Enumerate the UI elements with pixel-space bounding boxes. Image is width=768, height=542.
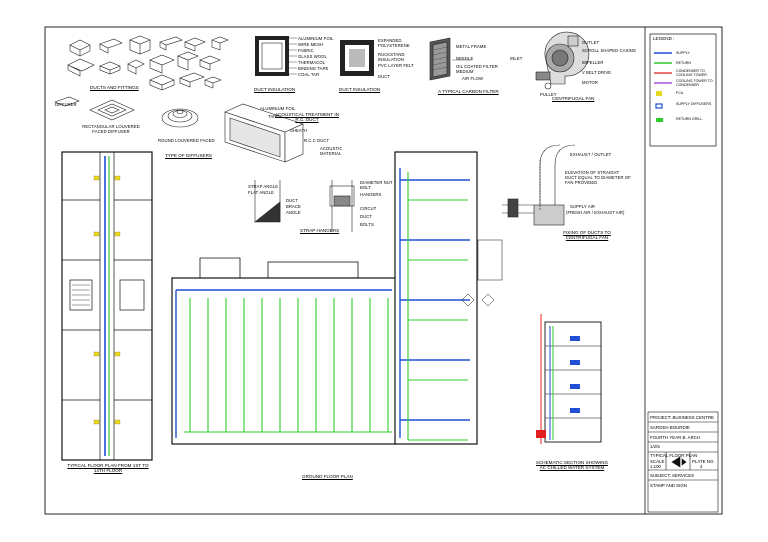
label-fixing-0: EXHAUST / OUTLET — [570, 152, 612, 157]
legend-item-return: RETURN — [676, 61, 691, 65]
title-sheet: TYPICAL FLOOR PLAN — [650, 453, 698, 458]
title-date: 1/2/5 — [650, 444, 660, 449]
label-filter-1: NEEDLE — [456, 56, 474, 61]
legend-item-condenser: CONDENSER TO COOLING TOWER — [676, 69, 707, 77]
label-ins2-0: EXPANDED POLYSTERENE — [378, 38, 410, 48]
title-plate: PLATE NO. — [692, 459, 715, 464]
title-scale-value: 1:100 — [650, 464, 661, 469]
label-fixing-3: (FRESH AIR / EXHAUST AIR) — [566, 210, 625, 215]
duct-insulation-2-illustration — [340, 40, 374, 76]
ground-floor-plan — [171, 151, 503, 445]
label-ins1-1: WIRE MESH — [298, 42, 324, 47]
label-fan-3: IMPELLER — [582, 60, 604, 65]
label-fan-4: V BELT DRIVE — [582, 70, 612, 75]
title-name: SARGEH BOURDIE — [650, 425, 690, 430]
label-ins1-2: FABRIC — [298, 48, 314, 53]
legend-title: LEGEND : — [653, 36, 675, 41]
label-filter-3: AIR FLOW — [462, 76, 484, 81]
label-fixing-1: ELEVATION OF STRAIGHT DUCT EQUAL TO DIAM… — [565, 170, 631, 185]
caption-carbon-filter: A TYPICAL CARBON FILTER — [438, 89, 499, 94]
label-ins2-1: RUCKSTAND INSULATION — [378, 52, 405, 62]
caption-centrifugal-fan: CENTRIFUGAL FAN — [552, 96, 595, 101]
label-ins1-6: COAL TAR — [298, 72, 320, 77]
label-hanger-1: BRACE — [286, 204, 301, 209]
caption-fixing-ducts: FIXING OF DUCTS TO CENTRIFUGAL FAN — [563, 230, 611, 240]
legend-item-return-grill: RETURN GRILL — [676, 117, 703, 121]
label-hanger2-0: DIAMETER NUT BOLT — [360, 180, 393, 190]
chilled-water-schematic — [536, 314, 602, 444]
caption-duct-insulation-2: DUCT INSULATION — [339, 87, 381, 92]
title-plate-value: 4 — [700, 464, 703, 469]
caption-strap-hangers: STRAP HANGERS — [300, 228, 340, 233]
label-rect-diffuser: RECTANGULAR LOUVERED FACED DIFFUSER — [82, 124, 140, 134]
strap-hangers-illustration — [254, 180, 355, 232]
label-hanger-4: FLAT ANGLE — [248, 190, 274, 195]
typical-floor-plan — [61, 151, 153, 461]
caption-ground-floor: GROUND FLOOR PLAN — [302, 474, 353, 479]
label-hanger-0: DUCT — [286, 198, 299, 203]
caption-duct-insulation-1: DUCT INSULATION — [254, 87, 296, 92]
label-hanger2-1: HANGERS — [360, 192, 382, 197]
label-acoustic-4: ACOUSTIC MATERIAL — [320, 146, 343, 156]
caption-schematic: SCHEMATIC SECTION SHOWING AC CHILLED WAT… — [535, 460, 609, 470]
ducts-and-fittings-illustration — [54, 35, 229, 128]
label-round-diffuser: ROUND LOUVERED FACED — [158, 138, 215, 143]
acoustical-duct-illustration — [224, 103, 304, 163]
label-hanger-3: STRAP ANGLE — [248, 184, 279, 189]
label-ins1-4: THERMACOL — [298, 60, 326, 65]
label-acoustic-1: TAPE — [268, 114, 280, 119]
legend-box — [649, 33, 717, 147]
label-hanger2-2: CIRCUT — [360, 206, 377, 211]
label-ins2-2: PVC LAYER FELT — [378, 63, 414, 68]
label-ins1-0: ALUMINIUM FOIL — [298, 36, 334, 41]
label-fan-1: SCROLL SHAPED CASING — [582, 48, 637, 53]
legend-item-supply: SUPPLY — [676, 51, 690, 55]
legend-item-supply-diffusers: SUPPLY DIFFUSERS — [676, 102, 712, 106]
label-ins1-5: BINDING TAPE — [298, 66, 329, 71]
title-block — [647, 411, 719, 513]
caption-typical-floor: TYPICAL FLOOR PLAN FROM 1ST TO 14TH FLOO… — [67, 463, 149, 473]
sheet-border — [44, 26, 723, 515]
label-ins1-3: GLASS WOOL — [298, 54, 327, 59]
title-subject: SUBJECT: SERVICES — [650, 473, 695, 478]
label-acoustic-2: SHEATH — [290, 128, 308, 133]
title-stamp: STAMP AND SIGN — [650, 483, 687, 488]
title-scale: SCALE — [650, 459, 665, 464]
centrifugal-fan-illustration — [535, 31, 590, 90]
label-fixing-2: SUPPLY AIR — [570, 204, 596, 209]
label-acoustic-3: R.C.C DUCT — [304, 138, 330, 143]
label-ins2-3: DUCT — [378, 74, 391, 79]
label-filter-0: METAL FRAME — [456, 44, 487, 49]
label-hanger2-3: DUCT — [360, 214, 373, 219]
legend-item-cooling-tower: COOLING TOWER TO CONDENSER — [676, 79, 713, 87]
label-fan-2: INLET — [510, 56, 523, 61]
label-hanger2-4: BOLTS — [360, 222, 374, 227]
duct-insulation-1-illustration — [255, 36, 297, 76]
title-project: PROJECT: BUSINESS CENTRE — [650, 415, 714, 420]
label-fan-5: MOTOR — [582, 80, 599, 85]
caption-acoustical: ACOUSTICAL TREATMENT IN R.C. DUCT — [275, 112, 339, 122]
label-fan-0: OUTLET — [582, 40, 600, 45]
legend-item-fcu: FCU — [676, 91, 684, 95]
title-course: FOURTH YEAR B. ARCH — [650, 435, 701, 440]
label-fan-6: PULLEY — [540, 92, 557, 97]
label-filter-2: OIL COATED FILTER MEDIUM — [456, 64, 498, 74]
label-diffuser: DIFFUSER — [55, 102, 77, 107]
label-acoustic-0: ALUMINIUM FOIL — [260, 106, 296, 111]
caption-diffusers: TYPE OF DIFFUSERS — [165, 153, 212, 158]
carbon-filter-illustration — [429, 37, 472, 81]
fixing-ducts-illustration — [502, 144, 576, 226]
label-hanger-2: ANGLE — [286, 210, 301, 215]
caption-ducts-fittings: DUCTS AND FITTINGS — [90, 85, 139, 90]
